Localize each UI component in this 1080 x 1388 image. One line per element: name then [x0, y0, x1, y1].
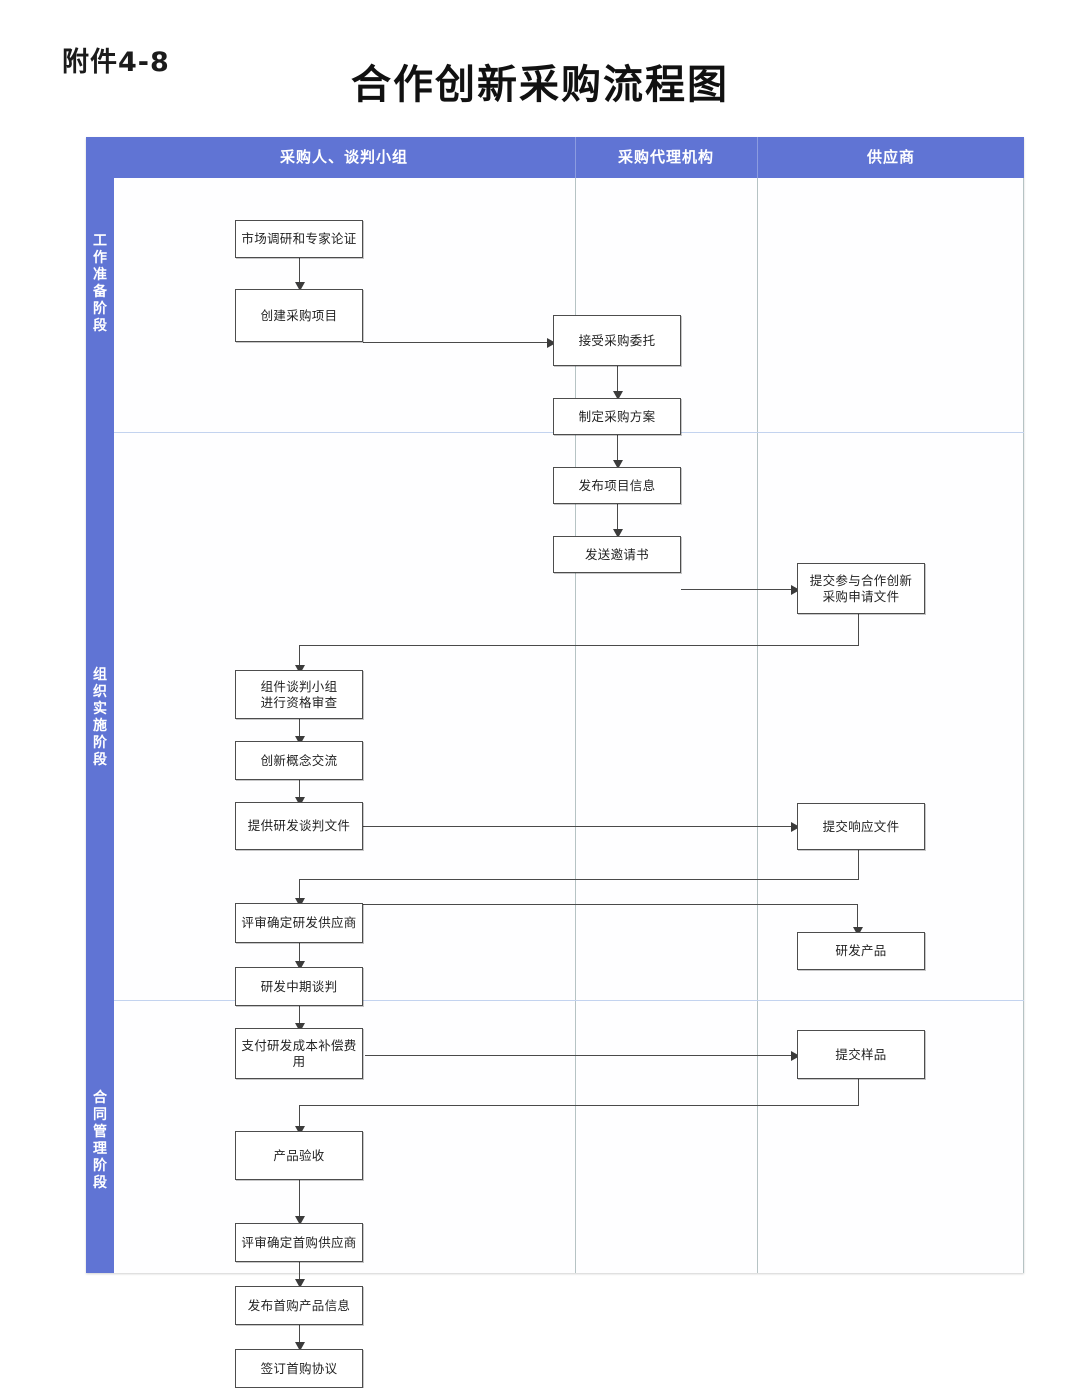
- edge-n18-n19-arrow: [295, 1279, 305, 1288]
- edge-n3-n4-arrow: [613, 391, 623, 400]
- header-separator-2: [757, 137, 758, 178]
- edge-n19-n20-line: [299, 1325, 301, 1349]
- edge-n11-n12-seg3: [299, 879, 301, 903]
- column-divider-1: [575, 178, 576, 1273]
- stage-divider-2: [114, 1000, 1024, 1001]
- lane-header-agency: 采购代理机构: [617, 148, 714, 166]
- node-market-research[interactable]: 市场调研和专家论证: [235, 220, 363, 258]
- attachment-label: 附件4-8: [62, 47, 170, 78]
- edge-n4-n5-arrow: [613, 460, 623, 469]
- edge-n10-n11-line: [363, 826, 797, 828]
- edge-n9-n10-arrow: [295, 797, 305, 806]
- header-separator-1: [575, 137, 576, 178]
- edge-n10-n11-arrow: [791, 822, 800, 832]
- edge-n11-n12-seg1: [858, 850, 860, 880]
- edge-n19-n20-arrow: [295, 1342, 305, 1351]
- edge-n16-n17-seg3: [299, 1105, 301, 1131]
- edge-n12-n13-arrow: [853, 927, 863, 936]
- edge-n8-n9-line: [299, 719, 301, 741]
- edge-n9-n10-line: [299, 780, 301, 802]
- edge-n7-n8-arrow: [295, 665, 305, 674]
- column-divider-right: [1023, 178, 1024, 1273]
- edge-n7-n8-seg1: [858, 614, 860, 646]
- node-pay-rd-cost-compensation[interactable]: 支付研发成本补偿费用: [235, 1028, 363, 1079]
- edge-n11-n12-seg2: [299, 879, 859, 881]
- node-innovation-concept-exchange[interactable]: 创新概念交流: [235, 741, 363, 780]
- node-submit-application[interactable]: 提交参与合作创新采购申请文件: [797, 563, 925, 614]
- edge-n1-n2-arrow: [295, 282, 305, 291]
- edge-n17-n18-arrow: [295, 1216, 305, 1225]
- page-root: 附件4-8 合作创新采购流程图 采购人、谈判小组 采购代理机构 供应商 工作准备…: [62, 47, 1024, 1388]
- stage-band-organize: 组织实施阶段: [86, 432, 114, 1000]
- node-submit-sample[interactable]: 提交样品: [797, 1030, 925, 1079]
- edge-n12-n13-seg1: [363, 904, 858, 906]
- flowchart-body: 工作准备阶段 组织实施阶段 合同管理阶段: [86, 178, 1024, 1388]
- edge-n4-n5-line: [617, 435, 619, 467]
- edge-n15-n16-arrow: [791, 1051, 800, 1061]
- edge-n11-n12-arrow: [295, 898, 305, 907]
- node-evaluate-first-purchase-supplier[interactable]: 评审确定首购供应商: [235, 1223, 363, 1262]
- node-form-negotiation-team[interactable]: 组件谈判小组进行资格审查: [235, 670, 363, 719]
- stage-band-prep: 工作准备阶段: [86, 178, 114, 432]
- edge-n1-n2-line: [299, 258, 301, 287]
- edge-n13-n14-line: [299, 928, 301, 967]
- edge-n5-n6-line: [617, 504, 619, 536]
- stage-label-organize: 组织实施阶段: [93, 667, 107, 768]
- edge-n15-n16-line: [365, 1055, 797, 1057]
- edge-n18-n19-line: [299, 1262, 301, 1286]
- edge-n12-n13-seg2: [857, 904, 859, 932]
- node-mid-term-negotiation[interactable]: 研发中期谈判: [235, 967, 363, 1006]
- node-develop-product[interactable]: 研发产品: [797, 932, 925, 970]
- edge-n2-n3-line: [363, 342, 553, 344]
- lane-header-bar: 采购人、谈判小组 采购代理机构 供应商: [86, 137, 1024, 178]
- node-procurement-plan[interactable]: 制定采购方案: [553, 398, 681, 435]
- node-provide-rd-negotiation-docs[interactable]: 提供研发谈判文件: [235, 802, 363, 850]
- edge-n7-n8-seg3: [299, 645, 301, 670]
- node-publish-first-product-info[interactable]: 发布首购产品信息: [235, 1286, 363, 1325]
- edge-n2-n3-arrow: [547, 338, 556, 348]
- stage-band-contract: 合同管理阶段: [86, 1000, 114, 1273]
- edge-n16-n17-seg1: [858, 1079, 860, 1106]
- edge-n14-n15-arrow: [295, 1023, 305, 1032]
- edge-n7-n8-seg2: [299, 645, 859, 647]
- edge-n16-n17-seg2: [299, 1105, 859, 1107]
- node-submit-response-docs[interactable]: 提交响应文件: [797, 803, 925, 850]
- page-title: 合作创新采购流程图: [351, 62, 729, 108]
- lane-header-buyer: 采购人、谈判小组: [279, 148, 408, 166]
- edge-n14-n15-line: [299, 1006, 301, 1028]
- node-accept-commission[interactable]: 接受采购委托: [553, 315, 681, 366]
- edge-n13-n14-arrow: [295, 961, 305, 970]
- node-publish-project-info[interactable]: 发布项目信息: [553, 467, 681, 504]
- stage-label-prep: 工作准备阶段: [93, 233, 107, 334]
- node-sign-first-purchase-agreement[interactable]: 签订首购协议: [235, 1349, 363, 1388]
- stage-label-contract: 合同管理阶段: [93, 1090, 107, 1191]
- edge-n8-n9-arrow: [295, 736, 305, 745]
- edge-n6-n7-arrow: [791, 585, 800, 595]
- node-product-acceptance[interactable]: 产品验收: [235, 1131, 363, 1180]
- lane-header-supplier: 供应商: [866, 148, 915, 166]
- edge-n5-n6-arrow: [613, 529, 623, 538]
- node-send-invitation[interactable]: 发送邀请书: [553, 536, 681, 573]
- flowchart-frame: 采购人、谈判小组 采购代理机构 供应商 工作准备阶段 组织实施阶段: [86, 137, 1024, 1388]
- column-divider-2: [757, 178, 758, 1273]
- edge-n6-n7-line: [681, 589, 797, 591]
- edge-n3-n4-line: [617, 366, 619, 398]
- node-create-project[interactable]: 创建采购项目: [235, 289, 363, 342]
- edge-n16-n17-arrow: [295, 1126, 305, 1135]
- node-evaluate-rd-supplier[interactable]: 评审确定研发供应商: [235, 903, 363, 943]
- edge-n17-n18-line: [299, 1180, 301, 1223]
